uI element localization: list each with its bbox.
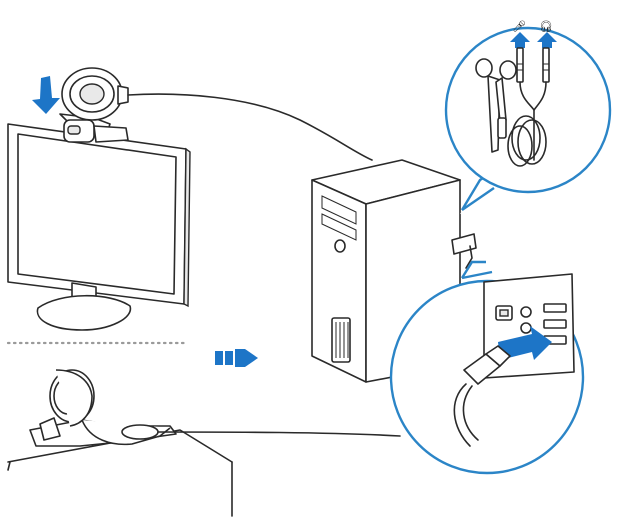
headset-callout: 🎤︎ 🎧︎ [446,20,610,214]
webcam-cable-bottom [158,432,400,436]
microphone-icon: 🎤︎ [512,20,526,33]
webcam-on-table [30,370,176,446]
monitor [8,124,190,330]
place-webcam-arrow [32,76,60,114]
webcam-on-monitor [60,68,128,142]
next-step-arrow [215,349,258,367]
headphone-icon: 🎧︎ [539,20,553,33]
